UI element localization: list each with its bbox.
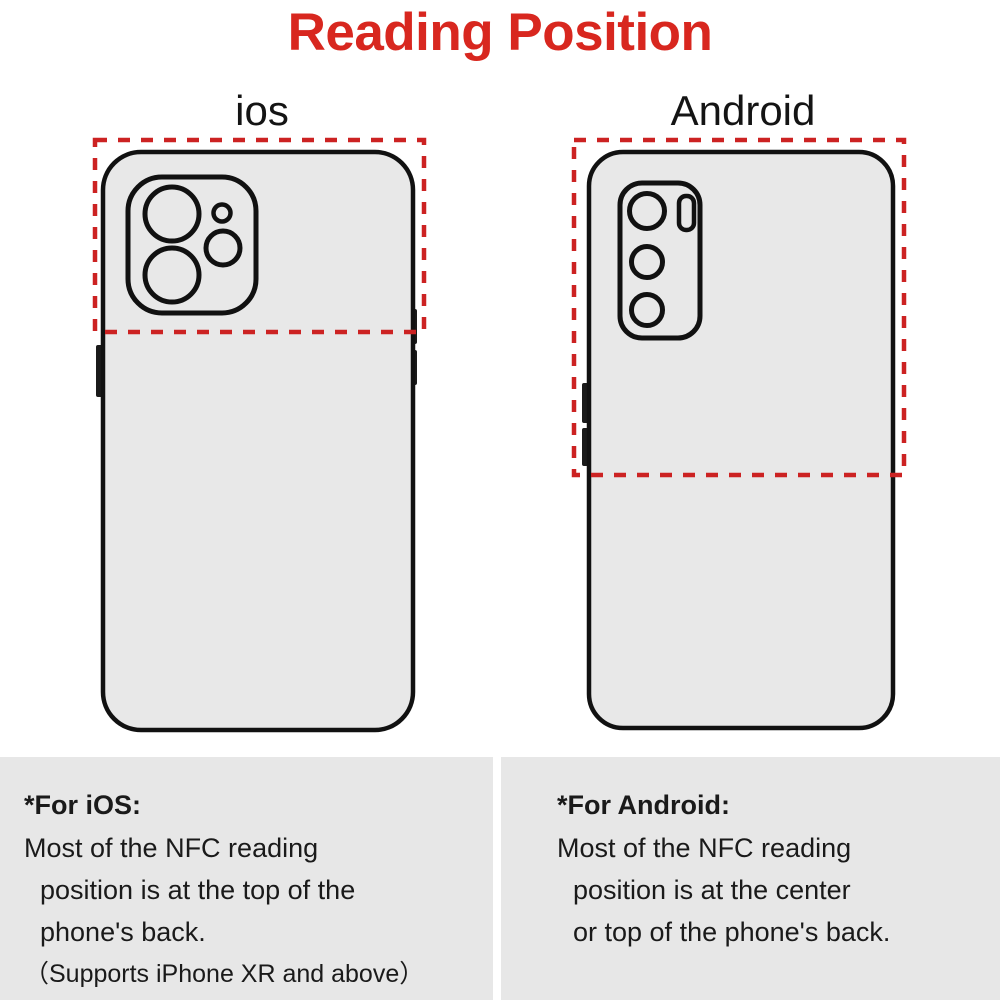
camera-lens-icon [629, 244, 665, 280]
camera-lens-icon [629, 292, 665, 328]
ios-note-supported-devices: （Supports iPhone XR and above） [24, 960, 425, 988]
page-title: Reading Position [287, 3, 713, 62]
android-note-line-1: Most of the NFC reading [557, 833, 852, 863]
android-note-line-3: or top of the phone's back. [573, 917, 891, 947]
android-phone-group [571, 137, 907, 731]
ios-nfc-reading-zone-dashed-box [92, 137, 427, 335]
camera-lens-icon [142, 245, 202, 305]
platform-label-android: Android [670, 87, 816, 134]
platform-label-ios: ios [235, 87, 289, 134]
camera-flash-dot-icon [211, 202, 233, 224]
android-note-line-2: position is at the center [573, 875, 851, 905]
android-note-panel: *For Android: Most of the NFC reading po… [501, 757, 1000, 1000]
ios-phone-group [92, 137, 427, 733]
ios-note-line-3: phone's back. [40, 917, 206, 947]
ios-note-panel: *For iOS: Most of the NFC reading positi… [0, 757, 493, 1000]
android-note-heading: *For Android: [557, 790, 730, 820]
camera-lens-icon [627, 191, 667, 231]
android-nfc-reading-zone-dashed-box [571, 137, 907, 478]
ios-note-line-2: position is at the top of the [40, 875, 356, 905]
lidar-sensor-icon [203, 228, 243, 268]
camera-flash-pill-icon [676, 193, 697, 233]
ios-note-heading: *For iOS: [24, 790, 142, 820]
nfc-reading-position-diagram [92, 137, 907, 733]
camera-lens-icon [142, 184, 202, 244]
ios-note-line-1: Most of the NFC reading [24, 833, 319, 863]
